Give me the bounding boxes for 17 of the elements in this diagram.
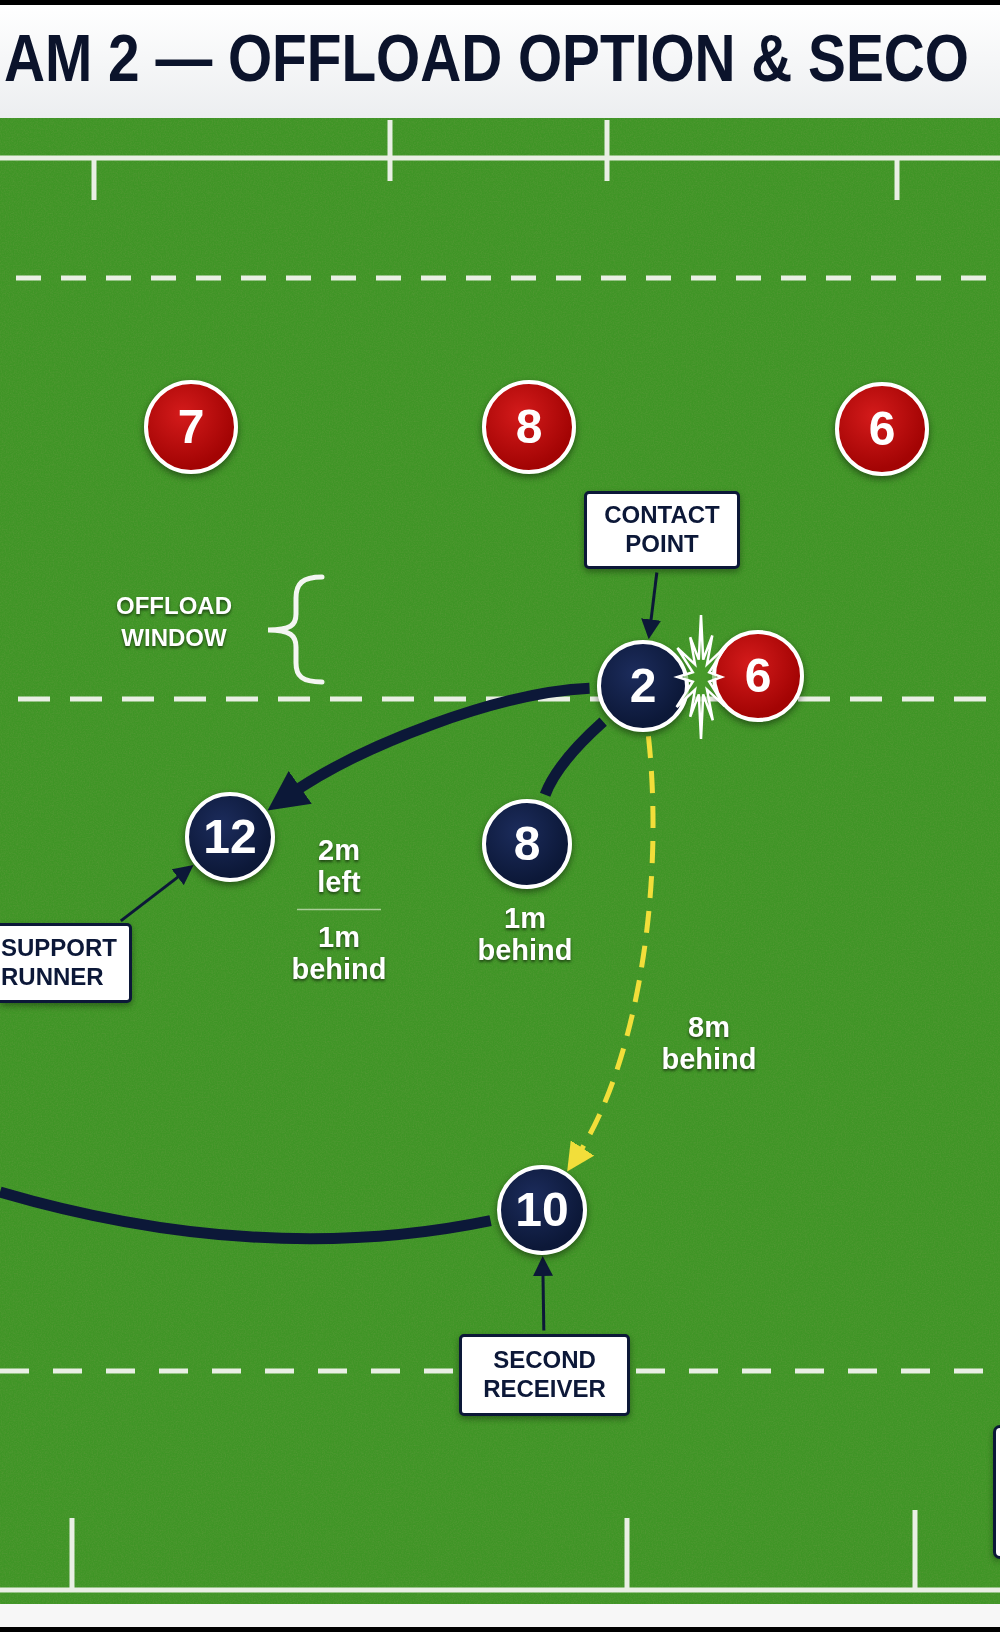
curved-line: [540, 717, 607, 797]
callout-label: SECOND RECEIVER: [459, 1334, 630, 1416]
distance-label: 1m behind: [291, 921, 387, 985]
callout-label: [993, 1425, 1000, 1559]
dashed-arrow: [567, 736, 656, 1172]
curved-line: [0, 1186, 492, 1244]
title: AM 2 — OFFLOAD OPTION & SECO: [4, 25, 969, 91]
distance-label: 2m left: [317, 834, 361, 898]
callout-label: SUPPORT RUNNER: [0, 923, 132, 1003]
arrow: [641, 572, 662, 640]
curved-arrow: [267, 682, 590, 810]
distance-label: 1m behind: [477, 902, 573, 966]
callout-label: CONTACT POINT: [584, 491, 740, 569]
arrow: [533, 1256, 553, 1331]
annotation-label: OFFLOAD WINDOW: [116, 591, 232, 653]
edge-label: 8m behind: [661, 1011, 757, 1075]
arrow: [119, 865, 194, 923]
